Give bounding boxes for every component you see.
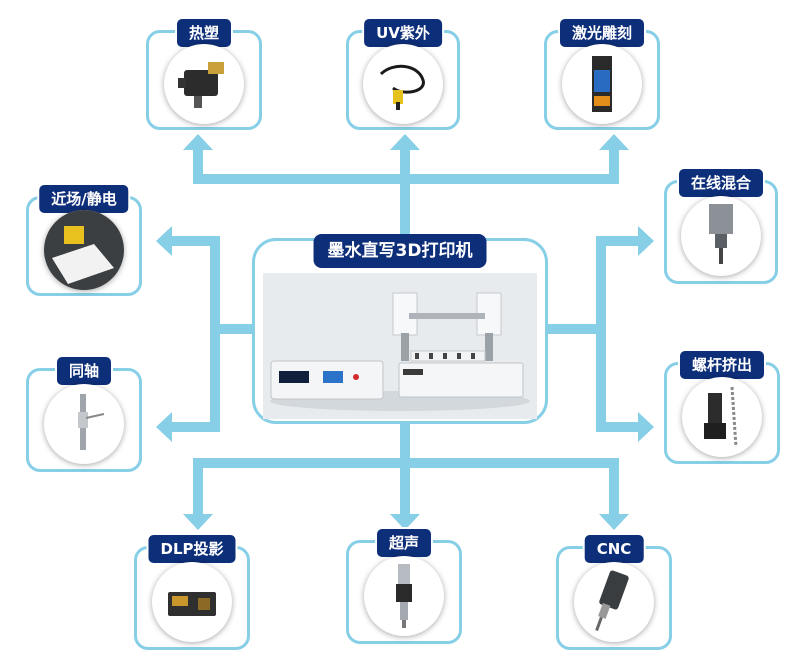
arrow-right-screw	[638, 412, 654, 442]
heat-plastic-icon	[164, 44, 244, 124]
arrow-up-heat	[183, 134, 213, 150]
module-card-near-field[interactable]: 近场/静电	[26, 183, 142, 296]
arrow-right-mixing	[638, 226, 654, 256]
right-vertical	[596, 236, 606, 432]
module-card-cnc[interactable]: CNC	[556, 533, 672, 650]
module-card-inline-mixing[interactable]: 在线混合	[664, 167, 778, 284]
module-card-screw-extrusion[interactable]: 螺杆挤出	[664, 349, 780, 464]
arrow-down-ultrasonic	[390, 514, 420, 530]
center-printer-card[interactable]: 墨水直写3D打印机	[252, 234, 548, 424]
module-card-dlp[interactable]: DLP投影	[134, 533, 250, 650]
arrow-left-coaxial	[156, 412, 172, 442]
right-stub	[546, 324, 596, 334]
near-field-icon	[44, 210, 124, 290]
arrow-down-dlp	[183, 514, 213, 530]
top-trunk	[400, 180, 410, 240]
module-label: 激光雕刻	[557, 17, 647, 49]
laser-module-icon	[562, 44, 642, 124]
coaxial-nozzle-icon	[44, 384, 124, 464]
screw-extruder-icon	[682, 377, 762, 457]
left-vertical	[210, 236, 220, 432]
module-label: 同轴	[54, 355, 114, 387]
bottom-trunk	[400, 422, 410, 464]
module-card-uv[interactable]: UV紫外	[346, 17, 460, 130]
module-label: CNC	[582, 533, 646, 565]
uv-lamp-icon	[363, 44, 443, 124]
module-card-laser[interactable]: 激光雕刻	[544, 17, 660, 130]
cnc-spindle-icon	[574, 562, 654, 642]
dlp-projector-icon	[152, 562, 232, 642]
arrow-up-uv	[390, 134, 420, 150]
module-label: 螺杆挤出	[677, 349, 767, 381]
arrow-down-cnc	[599, 514, 629, 530]
mixing-head-icon	[681, 196, 761, 276]
module-label: UV紫外	[362, 17, 444, 49]
ultrasonic-transducer-icon	[364, 556, 444, 636]
center-title: 墨水直写3D打印机	[313, 234, 487, 268]
module-label: 近场/静电	[37, 183, 131, 215]
module-label: 超声	[374, 527, 434, 559]
module-card-coaxial[interactable]: 同轴	[26, 355, 142, 472]
module-label: DLP投影	[146, 533, 238, 565]
module-label: 在线混合	[676, 167, 766, 199]
module-card-ultrasonic[interactable]: 超声	[346, 527, 462, 644]
arrow-left-nearfield	[156, 226, 172, 256]
printer-image	[263, 273, 537, 419]
module-card-heat-plastic[interactable]: 热塑	[146, 17, 262, 130]
arrow-up-laser	[599, 134, 629, 150]
left-stub	[210, 324, 256, 334]
